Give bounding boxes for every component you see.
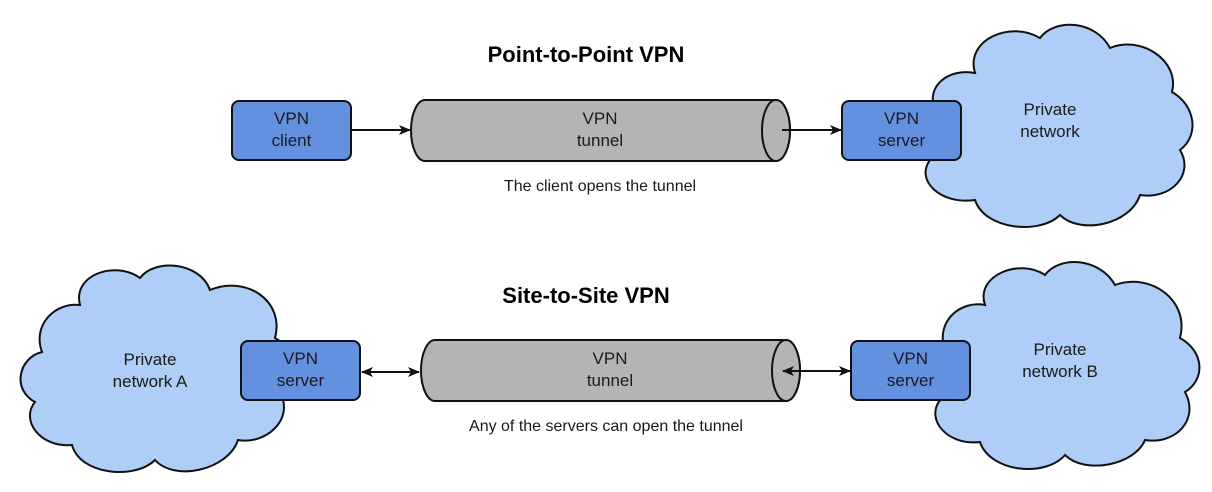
vpn-server-b-label: VPN server xyxy=(886,349,935,390)
vpn-tunnel-label: VPN tunnel xyxy=(576,109,624,150)
vpn-client-box xyxy=(231,100,352,161)
vpn-server-a-box xyxy=(240,340,361,401)
private-network-label: Private network xyxy=(1020,100,1080,141)
cloud-private-network-a xyxy=(19,264,294,473)
vpn-tunnel-cylinder xyxy=(410,99,791,162)
title-site-to-site: Site-to-Site VPN xyxy=(502,283,670,308)
vpn-server-b-box xyxy=(850,340,971,401)
vpn-tunnel-2-label: VPN tunnel xyxy=(586,349,634,390)
private-network-a-label: Private network A xyxy=(112,350,188,391)
vpn-server-label: VPN server xyxy=(877,109,926,150)
title-point-to-point: Point-to-Point VPN xyxy=(487,42,685,67)
vpn-tunnel-cylinder-2 xyxy=(420,339,801,402)
private-network-b-label: Private network B xyxy=(1022,340,1098,381)
vpn-server-box xyxy=(841,100,962,161)
caption-point-to-point: The client opens the tunnel xyxy=(503,178,697,195)
caption-site-to-site: Any of the servers can open the tunnel xyxy=(469,418,743,435)
vpn-client-label: VPN client xyxy=(271,109,312,150)
vpn-server-a-label: VPN server xyxy=(276,349,325,390)
